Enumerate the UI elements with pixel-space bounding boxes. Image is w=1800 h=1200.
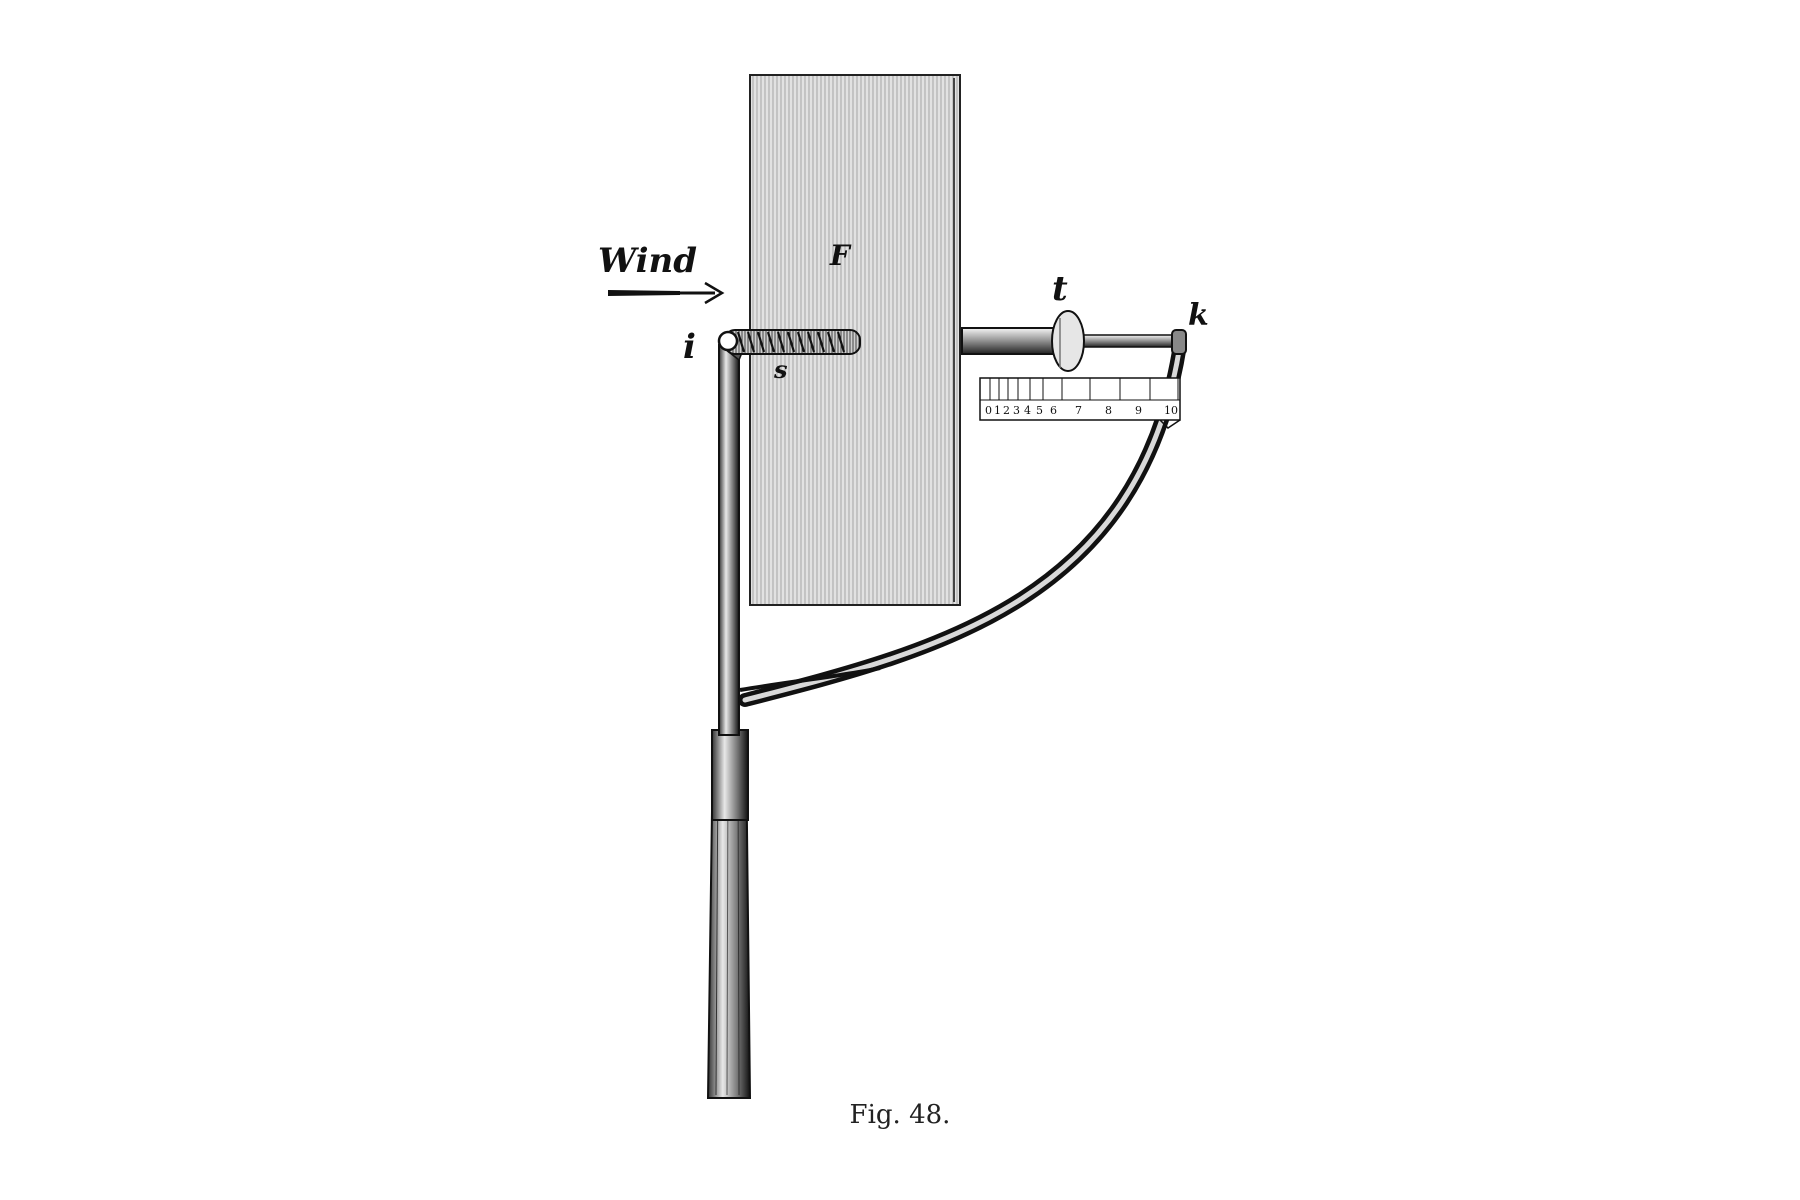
support-pole	[706, 729, 752, 1099]
scale-number: 1	[994, 404, 1001, 417]
sliding-index-disc	[1051, 310, 1085, 372]
scale-number: 4	[1024, 404, 1031, 417]
scale-number: 9	[1135, 404, 1142, 417]
end-bracket	[1171, 329, 1187, 355]
scale-number: 10	[1164, 404, 1178, 417]
label-k: k	[1188, 298, 1209, 333]
hinge-pivot	[717, 330, 739, 352]
graduated-scale: 0 1 2 3 4 5 6 7 8 9 10	[979, 377, 1181, 429]
scale-number: 0	[985, 404, 992, 417]
label-t: t	[1052, 269, 1068, 309]
spring-coil	[724, 329, 861, 355]
quadrant-arm	[738, 338, 1187, 707]
scale-number: 6	[1050, 404, 1057, 417]
label-s: s	[773, 355, 788, 384]
label-F: F	[829, 239, 852, 272]
scale-number: 8	[1105, 404, 1112, 417]
scale-number: 3	[1013, 404, 1020, 417]
scale-number: 2	[1003, 404, 1010, 417]
wind-arrow	[608, 281, 725, 305]
scale-number: 7	[1075, 404, 1082, 417]
figure-caption: Fig. 48.	[849, 1100, 951, 1130]
label-i: i	[683, 327, 696, 367]
label-wind: Wind	[598, 241, 697, 281]
vertical-arm	[718, 334, 746, 736]
scale-number: 5	[1036, 404, 1043, 417]
